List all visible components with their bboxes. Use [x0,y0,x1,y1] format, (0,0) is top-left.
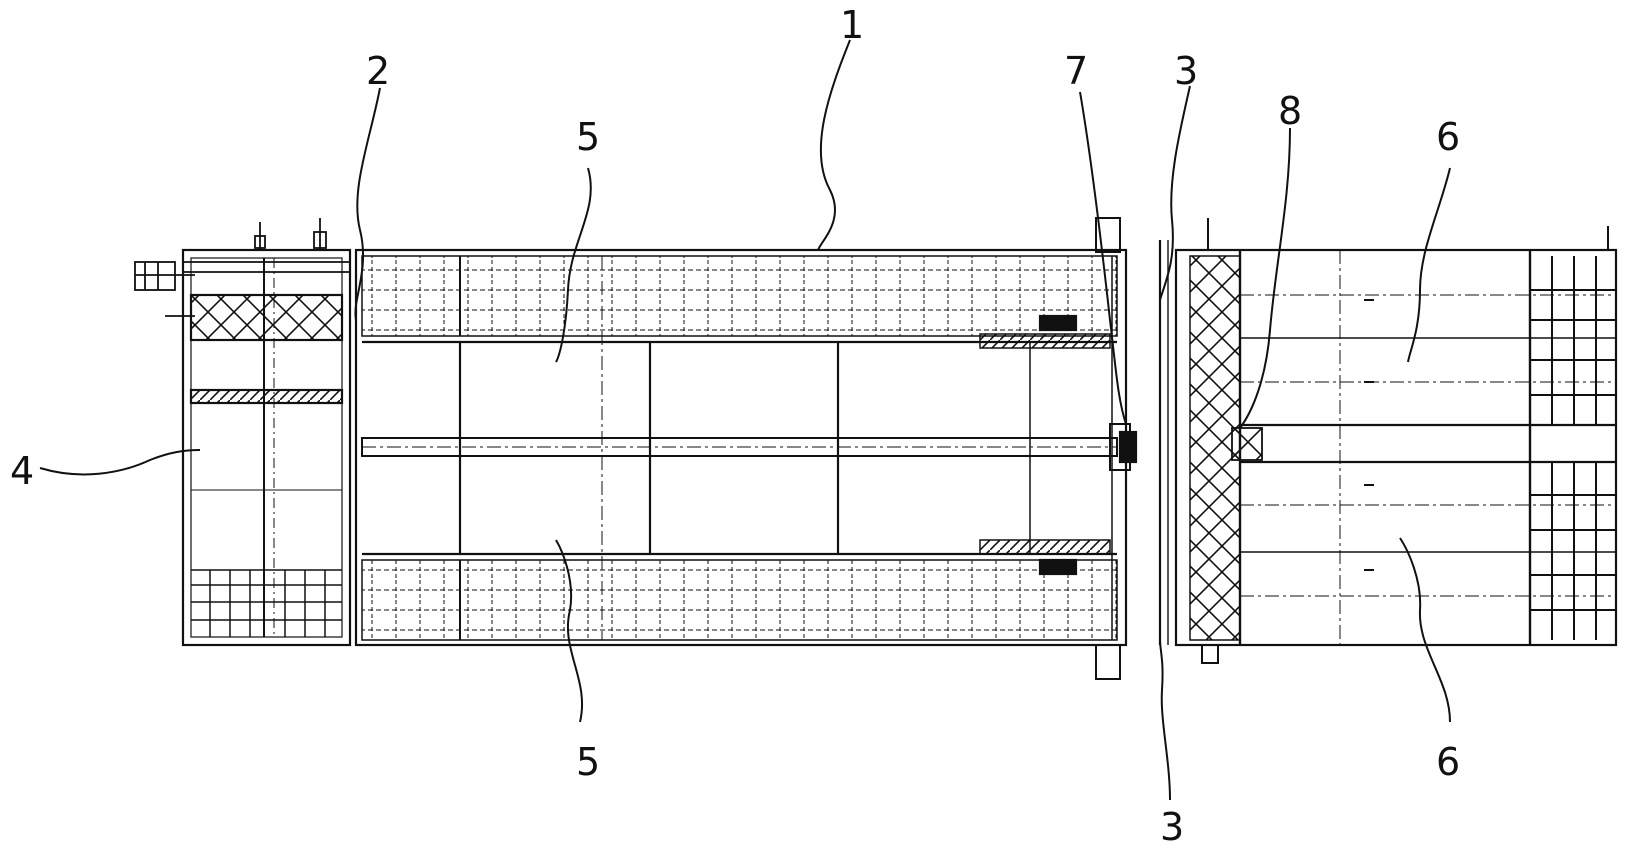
leader-6-top [1407,167,1451,363]
right-dash-marks [1364,299,1374,571]
right-end-grid [1530,256,1616,640]
top-clamp [1095,217,1121,253]
main-body [354,217,1138,680]
right-section-outline [1174,248,1618,647]
leader-3-bottom [1159,639,1171,801]
left-frame-outline [181,248,352,647]
leader-8 [1239,127,1291,429]
label-7: 7 [1064,49,1088,93]
lower-actuator [979,539,1111,555]
reference-numerals: 1 2 3 3 4 5 5 6 6 7 8 [10,3,1460,848]
upper-actuator [979,333,1111,349]
leader-4 [39,449,201,476]
left-frame-brace [189,293,344,342]
left-frame-hatched-bar [189,388,344,405]
left-frame-grid [191,570,342,637]
bottom-hatched-beam [361,559,1118,641]
right-bottom-fitting [1201,644,1219,664]
label-8: 8 [1278,89,1302,133]
label-2: 2 [366,49,390,93]
connector-8 [1231,427,1263,461]
label-4: 4 [10,449,34,493]
label-1: 1 [840,3,864,47]
leader-3-top [1159,85,1191,301]
leader-5-bottom [555,539,584,723]
leader-7 [1079,91,1127,425]
coupling-core [1118,430,1138,464]
leader-2 [354,87,381,321]
leader-5-top [555,167,592,363]
label-6-bottom: 6 [1436,740,1460,784]
separator-wall [1158,240,1177,645]
leader-1 [817,39,851,251]
top-hatched-beam [361,255,1118,337]
left-frame [134,218,352,647]
label-5-bottom: 5 [576,740,600,784]
upper-actuator-block [1038,314,1078,332]
lower-actuator-block [1038,558,1078,576]
leader-6-bottom [1399,537,1451,723]
right-section [1174,218,1618,664]
label-3-bottom: 3 [1160,805,1184,848]
label-6-top: 6 [1436,115,1460,159]
label-3-top: 3 [1174,49,1198,93]
bottom-clamp [1095,644,1121,680]
left-frame-fittings [134,218,350,317]
leader-lines [39,39,1451,801]
left-frame-inner [190,257,343,638]
label-5-top: 5 [576,115,600,159]
